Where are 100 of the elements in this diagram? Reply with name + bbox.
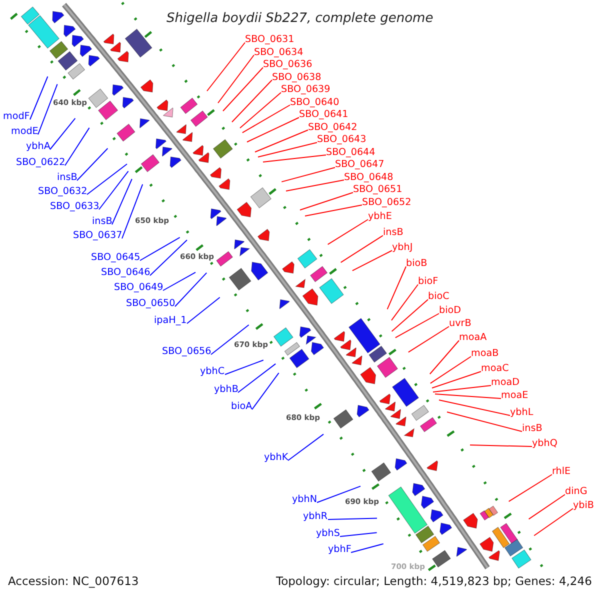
gene-label: SBO_0633: [50, 202, 100, 212]
gene-label: SBO_0639: [281, 85, 330, 95]
map-title: Shigella boydii Sb227, complete genome: [166, 12, 434, 24]
gene-label: uvrB: [449, 319, 472, 329]
gene-label: bioB: [406, 259, 428, 269]
gene-label: SBO_0640: [290, 98, 340, 108]
gene-label: SBO_0642: [308, 122, 358, 132]
leader-line: [246, 117, 300, 142]
leader-line: [174, 272, 208, 307]
gene-label: ybhN: [292, 495, 318, 505]
leader-line: [438, 400, 510, 416]
gene-label: ybiB: [573, 501, 594, 511]
gene-label: SBO_0647: [335, 160, 384, 170]
gene-label: moaC: [481, 364, 509, 374]
gene-label: insB: [57, 173, 78, 183]
leader-line: [327, 219, 368, 245]
leader-line: [391, 284, 418, 321]
leader-line: [232, 80, 272, 122]
gene-label: moaA: [459, 333, 487, 343]
leader-line: [408, 326, 450, 353]
genome-stats: Topology: circular; Length: 4,519,823 bp; Genes: 4,246: [276, 576, 592, 588]
leader-line: [258, 142, 318, 158]
gene-label: SBO_0645: [91, 253, 140, 263]
leader-line: [50, 118, 76, 150]
gene-label: SBO_0652: [362, 198, 412, 208]
leader-line: [316, 486, 361, 503]
gene-label: SBO_0649: [114, 283, 164, 293]
leader-line: [446, 412, 522, 432]
gene-label: bioA: [231, 402, 252, 412]
leader-line: [281, 167, 336, 182]
leader-line: [394, 313, 440, 338]
gene-label: ybhL: [510, 408, 534, 418]
leader-line: [470, 444, 532, 447]
leader-line: [242, 104, 290, 134]
gene-label: bioD: [439, 306, 462, 316]
leader-line: [432, 371, 482, 388]
gene-label: SBO_0641: [299, 110, 348, 120]
leader-line: [64, 127, 90, 166]
leader-line: [262, 154, 326, 162]
gene-label: SBO_0643: [317, 135, 366, 145]
gene-label: ybhF: [328, 545, 352, 555]
gene-label: SBO_0632: [38, 187, 88, 197]
leader-line: [340, 532, 378, 537]
gene-label: ybhB: [214, 385, 238, 395]
leader-line: [286, 180, 344, 192]
leader-line: [122, 184, 144, 239]
gene-label: moaB: [471, 349, 499, 359]
leader-line: [150, 240, 188, 276]
leader-line: [140, 236, 180, 261]
leader-line: [240, 92, 282, 128]
leader-line: [528, 494, 566, 520]
gene-label: bioC: [428, 292, 450, 302]
gene-label: bioF: [418, 277, 438, 287]
gene-label: modE: [11, 127, 38, 137]
gene-label: ybhJ: [392, 243, 413, 253]
leader-line: [252, 372, 280, 410]
leader-line: [186, 296, 220, 324]
leader-line: [98, 170, 129, 210]
gene-label: moaD: [491, 378, 520, 388]
leader-line: [224, 360, 264, 375]
gene-label: SBO_0636: [263, 60, 312, 70]
leader-line: [218, 54, 254, 104]
gene-label: SBO_0651: [353, 185, 402, 195]
gene-label: ybhQ: [532, 439, 558, 449]
leader-line: [254, 130, 308, 152]
leader-line: [288, 434, 324, 461]
leader-line: [508, 474, 552, 502]
leader-line: [30, 76, 48, 120]
leader-line: [432, 385, 492, 392]
gene-label: ybhR: [303, 512, 328, 522]
leader-line: [238, 363, 276, 393]
leader-line: [210, 324, 250, 355]
leader-line: [328, 518, 378, 520]
gene-label: moaE: [501, 391, 528, 401]
leader-line: [534, 508, 574, 536]
leader-line: [429, 340, 460, 374]
gene-label: SBO_0648: [344, 172, 394, 182]
gene-label: insB: [522, 424, 542, 434]
gene-label: SBO_0656: [162, 347, 212, 357]
gene-label: dinG: [565, 487, 588, 497]
gene-label: ipaH_1: [154, 316, 187, 326]
gene-label: SBO_0634: [254, 48, 304, 58]
leader-line: [304, 204, 362, 216]
gene-label: SBO_0622: [16, 158, 66, 168]
leader-line: [350, 543, 384, 553]
leader-line: [86, 164, 128, 195]
gene-label: ybhC: [200, 367, 225, 377]
gene-label: insB: [383, 228, 404, 238]
leader-line: [340, 235, 384, 263]
gene-label: ybhS: [316, 529, 340, 539]
gene-label: modF: [3, 112, 30, 122]
leader-line: [76, 148, 108, 181]
leader-line: [352, 250, 392, 272]
accession-note: Accession: NC_007613: [8, 576, 139, 588]
leader-line: [112, 178, 132, 225]
gene-label: ybhA: [26, 142, 50, 152]
leader-line: [434, 394, 502, 399]
gene-label: SBO_0638: [272, 72, 322, 82]
leader-line: [162, 272, 196, 291]
leader-line: [430, 356, 472, 384]
